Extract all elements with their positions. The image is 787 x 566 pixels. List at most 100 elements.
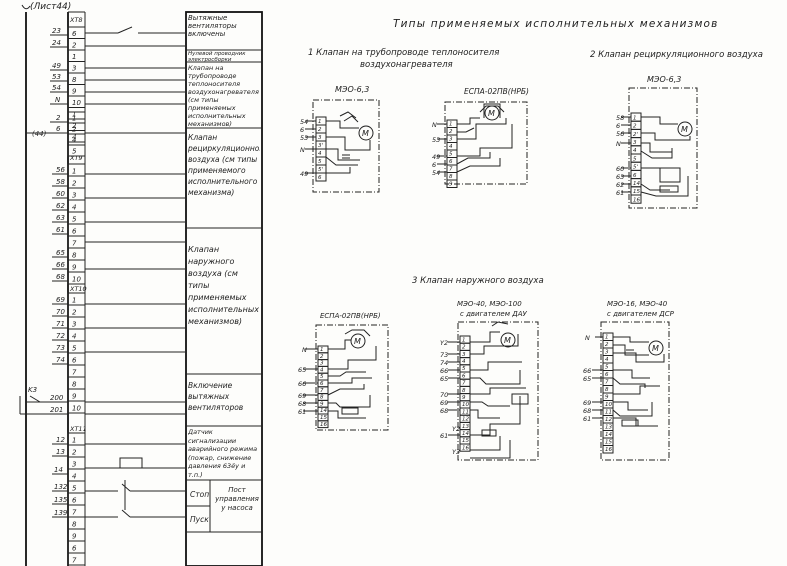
d1b-terminal-number: 8 [449,174,453,180]
d1a-terminal [315,172,327,182]
d3a-terminal-number: 6 [320,381,324,387]
terminal-box [67,444,86,458]
terminal-number: 2 [72,122,77,130]
wire-label: 2 [56,114,61,122]
terminal-box [67,456,86,470]
wire-label: N [300,146,305,154]
strip-label-xt11: XT11 [69,425,87,433]
legend-box-6: Включение вытяжных вентиляторов [188,381,243,412]
d3b-terminal [459,443,471,452]
wire-label: 74 [440,359,448,367]
internal-wire [326,136,371,151]
terminal-number: 3 [72,321,76,329]
d1b-terminal-number: 4 [449,144,453,150]
d1b-terminal-number: 2 [449,129,453,135]
legend-text: Клапан рециркуляционного воздуха (см тип… [188,133,260,197]
terminal-box [67,122,86,135]
d1b-wire-labels: N 53 49 6 54 [432,121,440,177]
terminal-box [67,235,86,249]
strip-label-xt8: XT8 [69,16,83,24]
terminal-box [67,259,86,273]
terminal-box [67,376,86,390]
terminal-number: 2 [72,309,77,317]
internal-wire [483,103,501,118]
terminal-box [67,468,86,482]
terminal-box [67,130,86,143]
wire-label: 54 [52,84,61,92]
d1a-terminal-number: 1 [318,119,322,125]
internal-wire [328,395,371,408]
d1b-terminal [446,179,458,188]
d3b-terminal-number: 2 [462,345,466,351]
motor-symbols: M M M M M M [350,105,693,356]
xt10-wire-labels: 69 70 71 72 73 74 200 201 K3 [28,296,65,414]
wire-label: 56 [56,166,65,174]
terminal-number: 2 [72,42,77,50]
terminal-number: 8 [72,252,77,260]
wire-label: 69 [583,399,591,407]
terminal-number: 7 [72,240,77,248]
d1a-terminal-number: 3 [318,135,322,141]
legend-box-3: Клапан на трубопроводе теплоносителя воз… [188,64,259,128]
terminal-number: 2 [72,180,77,188]
wire-label: 132 [54,483,68,491]
internal-wire [613,336,649,343]
terminal-number: 1 [72,168,76,176]
d3b-wire-labels: Y2 73 74 66 65 70 69 68 61 Y2 Y3 [440,339,460,456]
terminal-number: 6 [72,228,77,236]
d3a-wire-labels: N 65 66 69 68 61 [298,346,307,416]
internal-wire [326,167,351,174]
legend-box-2: Нулевой проводник электросборки [188,51,246,63]
wire-label: 53 [300,134,308,142]
d1b-terminal-number: 5 [449,152,453,158]
terminal-box [67,292,86,306]
internal-wire [456,158,501,173]
wire-label: 13 [56,448,65,456]
d3b-terminal-number: 7 [462,381,466,387]
terminal-number: 6 [72,497,77,505]
section-1-label-a: 1 Клапан на трубопроводе теплоносителя [308,48,499,58]
wire-label: 61 [298,408,306,416]
wire-label: 71 [56,320,65,328]
terminal-box [67,144,86,157]
strip-label-xt10: XT10 [69,285,87,293]
terminal-box [67,175,86,189]
device-title-mdo-63-a: МЭО-6,3 [335,85,369,94]
wire-label: 65 [56,249,65,257]
wire-label: 58 [56,178,65,186]
d3a-terminal-number: 9 [320,401,324,407]
terminal-boxes: 6213891012412345678910123456789101234567… [67,26,86,566]
internal-wire [641,132,691,141]
potentiometer [481,429,497,437]
d3c-terminal-number: 10 [605,402,612,408]
internal-wire [470,440,511,459]
terminal-number: 1 [72,53,76,61]
motor-symbol-label: M [354,337,361,346]
wire-label: 66 [583,367,591,375]
internal-wire [470,370,521,385]
d3a-terminal-number: 1 [320,347,324,353]
internal-wire [326,120,359,129]
terminal-number: 8 [72,381,77,389]
d2-terminal-number: 2' [633,132,638,138]
relay-coil [511,393,529,405]
terminal-number: 1 [72,437,76,445]
terminal-box [67,118,86,131]
internal-wire [470,387,526,395]
internal-wire [641,167,681,183]
terminal-box [67,107,86,120]
diagram-title: Типы применяемых исполнительных механизм… [393,18,719,30]
internal-wire [613,401,648,411]
d1b-terminal-number: 7 [449,167,453,173]
d3b-terminal-number: 10 [462,402,469,408]
wire-label: 14 [54,466,63,474]
terminal-number: 9 [72,533,77,541]
wire-label: 56 [616,130,624,138]
terminal-box [67,49,86,62]
d2-terminal [630,194,642,204]
legend-frame [185,11,263,566]
d3b-terminal-number: 4 [462,359,466,365]
internal-wire [470,409,500,419]
d3b-terminal-number: 14 [462,431,469,437]
